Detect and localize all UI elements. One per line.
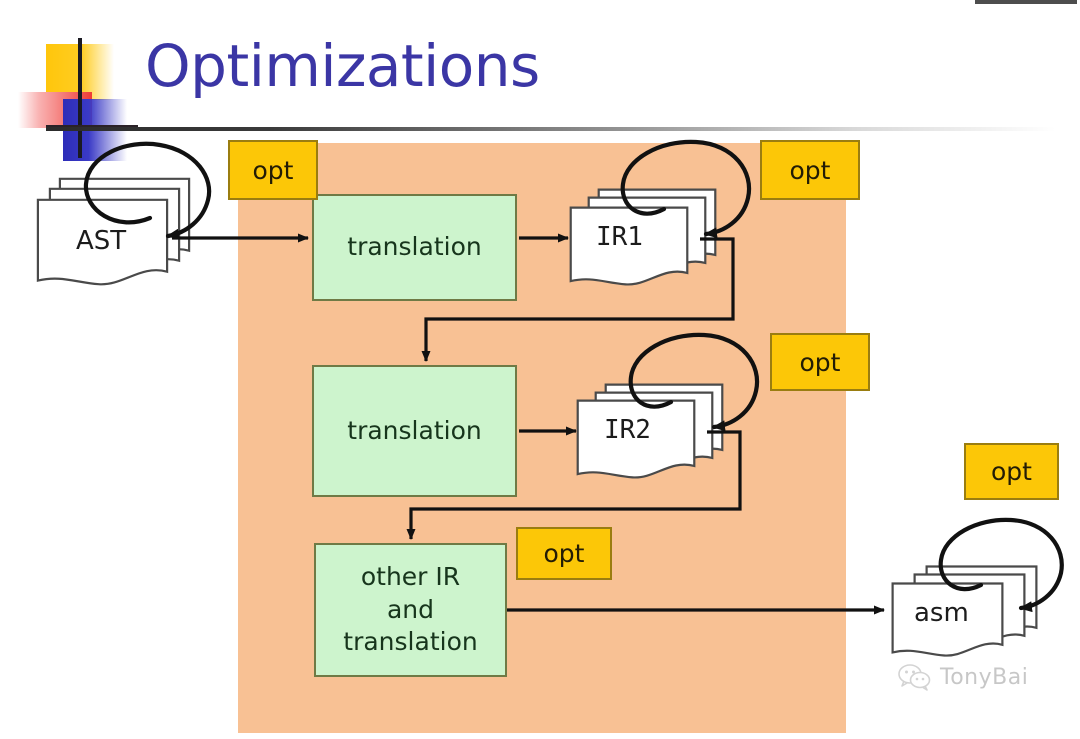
watermark-text: TonyBai <box>940 664 1029 690</box>
page-title: Optimizations <box>145 32 540 100</box>
process-label: translation <box>347 232 482 262</box>
doc-label-ir1: IR1 <box>596 222 643 252</box>
doc-label-ir2: IR2 <box>604 415 651 445</box>
watermark: TonyBai <box>898 663 1028 691</box>
opt-box-ast[interactable]: opt <box>228 140 318 200</box>
process-label-line3: translation <box>343 627 478 657</box>
process-label-multiline: other IR and translation <box>343 561 477 659</box>
opt-label: opt <box>789 155 831 185</box>
process-label-line1: other IR <box>360 562 461 592</box>
opt-label: opt <box>543 539 585 568</box>
process-translation-1[interactable]: translation <box>312 194 517 301</box>
process-label-line2: and <box>386 594 435 624</box>
doc-label-asm: asm <box>914 598 969 628</box>
decoration-vertical-line <box>78 38 82 158</box>
opt-label: opt <box>991 457 1032 486</box>
opt-box-asm[interactable]: opt <box>964 443 1059 500</box>
top-accent-bar <box>975 0 1077 4</box>
process-other-ir-and-translation[interactable]: other IR and translation <box>314 543 507 677</box>
opt-box-ir1[interactable]: opt <box>760 140 860 200</box>
process-label: translation <box>347 415 482 445</box>
opt-box-other-ir[interactable]: opt <box>516 527 612 580</box>
title-divider <box>46 127 1056 131</box>
wechat-icon <box>898 664 931 691</box>
opt-box-ir2[interactable]: opt <box>770 333 870 391</box>
process-translation-2[interactable]: translation <box>312 365 517 497</box>
doc-label-ast: AST <box>76 226 127 256</box>
opt-label: opt <box>799 347 841 377</box>
self-loop-asm <box>938 517 1064 613</box>
opt-label: opt <box>252 155 294 185</box>
